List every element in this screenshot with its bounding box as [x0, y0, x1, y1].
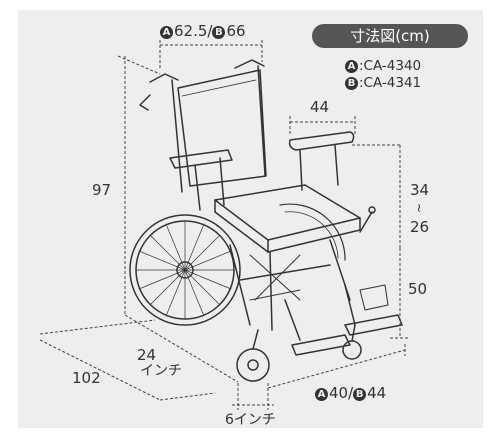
seat-width-value-a: 40/: [329, 384, 354, 402]
top-width-badge-b: B: [212, 26, 226, 39]
dimension-lines: [39, 40, 410, 410]
front-caster-size-label: 6インチ: [225, 412, 276, 428]
total-height-label: 97: [92, 181, 112, 199]
model-line-b: B:CA-4341: [345, 75, 422, 91]
top-width-badge-a: A: [160, 26, 173, 39]
top-width-value-a: 62.5/: [174, 22, 213, 40]
armrest-height-min-label: 26: [410, 218, 430, 236]
total-length-label: 102: [72, 369, 101, 387]
seat-height-label: 50: [408, 280, 428, 298]
rear-wheel-unit-label: インチ: [140, 363, 182, 379]
model-line-a: A:CA-4340: [345, 58, 422, 74]
seat-width-badge-b: B: [353, 388, 367, 401]
model-code-a: :CA-4340: [359, 58, 422, 74]
diagram-background: [18, 10, 483, 428]
wheelchair-illustration: [129, 59, 403, 382]
model-badge-b: B: [345, 77, 358, 90]
armrest-range-tilde: ~: [412, 202, 427, 214]
armrest-length-label: 44: [310, 98, 330, 116]
diagram-title: 寸法図(cm): [312, 24, 468, 48]
model-code-b: :CA-4341: [359, 75, 422, 91]
seat-width-badge-a: A: [315, 388, 328, 401]
top-width-value-b: 66: [226, 22, 246, 40]
armrest-height-max-label: 34: [410, 181, 430, 199]
rear-wheel-size-label: 24: [137, 346, 157, 364]
seat-width-value-b: 44: [367, 384, 387, 402]
model-badge-a: A: [345, 60, 358, 73]
